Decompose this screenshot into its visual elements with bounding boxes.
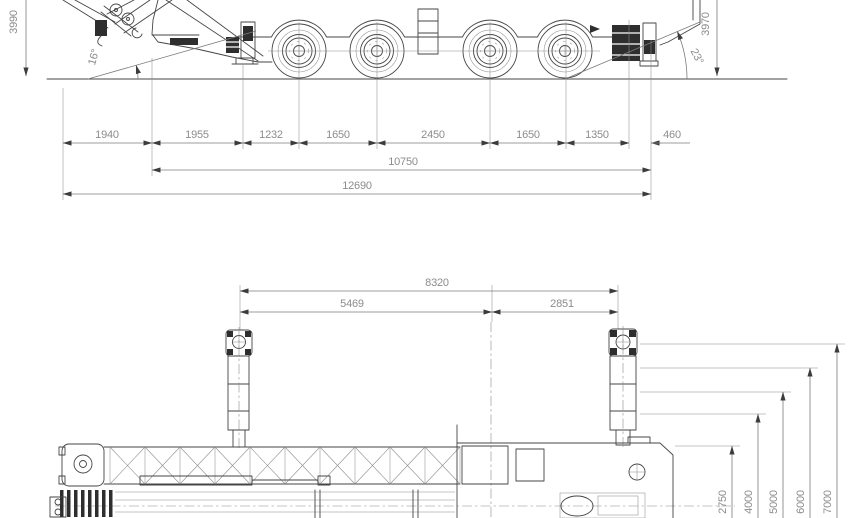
approach-angle-line [87, 30, 257, 80]
svg-text:3970: 3970 [700, 12, 712, 36]
dim-row-segments: 1940 1955 1232 1650 2450 1650 1350 460 [62, 129, 690, 146]
dim-support-widths: 2750 4000 5000 6000 7000 [640, 343, 845, 518]
dim-seg-1: 1955 [185, 129, 209, 141]
svg-text:10750: 10750 [388, 156, 418, 168]
front-outrigger-beam-plan [225, 327, 253, 449]
rear-outrigger [612, 22, 659, 67]
dim-overall-length: 12690 [62, 180, 652, 197]
departure-angle-line [564, 21, 701, 80]
dim-seg-2: 1232 [259, 129, 283, 141]
hook-block [95, 20, 107, 47]
carrier-plan-body [49, 424, 674, 518]
dim-overall-height-right: 3970 [700, 0, 720, 77]
carrier-body [151, 0, 701, 63]
dim-outrigger-span: 8320 5469 2851 [239, 277, 619, 330]
svg-text:12690: 12690 [342, 180, 372, 192]
dim-outrigger-base-length: 10750 [151, 156, 652, 173]
extension-lines [62, 20, 652, 200]
dim-seg-5: 1650 [516, 129, 540, 141]
svg-text:3990: 3990 [8, 10, 20, 34]
boom-head-sheaves [62, 0, 173, 39]
front-outrigger [226, 21, 259, 65]
dim-width-1: 4000 [743, 490, 755, 514]
dim-width-3: 6000 [795, 490, 807, 514]
svg-text:5469: 5469 [340, 298, 364, 310]
svg-text:8320: 8320 [425, 277, 449, 289]
dim-overall-height-left: 3990 [8, 0, 29, 77]
dim-width-4: 7000 [822, 490, 834, 514]
rear-outrigger-beam-plan [608, 326, 638, 447]
dim-seg-6: 1350 [585, 129, 609, 141]
dim-width-2: 5000 [768, 490, 780, 514]
side-elevation-view: 16° 23° 3990 3970 1940 1955 [8, 0, 788, 200]
dim-seg-4: 2450 [421, 129, 445, 141]
lattice-boom-plan [58, 443, 461, 487]
departure-angle-label: 23° [688, 47, 706, 67]
plan-view: 8320 5469 2851 [49, 277, 845, 518]
dim-seg-7: 460 [663, 129, 681, 141]
dim-width-0: 2750 [717, 490, 729, 514]
svg-text:2851: 2851 [550, 298, 574, 310]
dim-seg-3: 1650 [326, 129, 350, 141]
approach-angle-label: 16° [86, 48, 102, 67]
dim-seg-0: 1940 [95, 129, 119, 141]
